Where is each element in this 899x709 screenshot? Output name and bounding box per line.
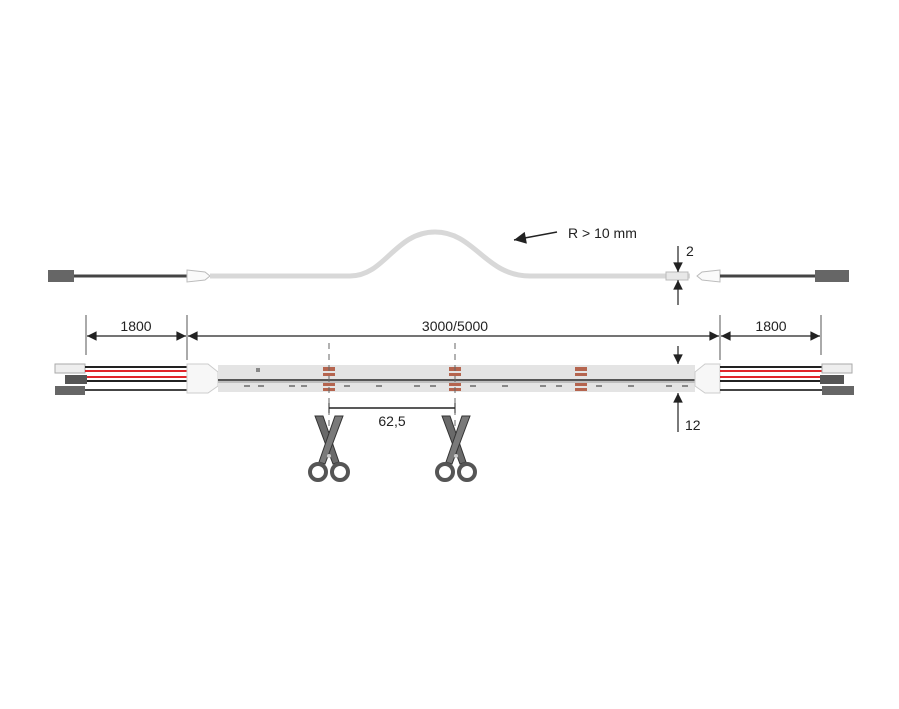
scissors-icon	[435, 414, 477, 482]
led-chips	[244, 368, 688, 387]
connector-left-2	[65, 375, 87, 384]
strip-top-view	[54, 363, 854, 395]
width-label: 12	[685, 417, 701, 433]
strip-ring	[665, 271, 689, 281]
end-cap-left	[186, 269, 211, 283]
connector-right-2	[820, 375, 844, 384]
end-cap-right	[694, 363, 721, 394]
bend-radius-arrow	[513, 231, 558, 244]
strip-bent	[210, 229, 690, 279]
strip-side-view	[48, 229, 849, 283]
cable-left-label: 1800	[120, 318, 151, 334]
strip-length-label: 3000/5000	[422, 318, 488, 334]
end-cap-right	[696, 269, 721, 283]
connector-right	[815, 270, 849, 282]
connector-right-1	[821, 363, 853, 374]
connector-left-3	[55, 386, 85, 395]
length-dimensions: 1800 3000/5000 1800	[85, 315, 822, 360]
thickness-label: 2	[686, 243, 694, 259]
cut-interval-label: 62,5	[378, 413, 405, 429]
connector-right-3	[822, 386, 854, 395]
connector-left	[48, 270, 74, 282]
end-cap-left	[186, 363, 219, 394]
cable-right-label: 1800	[755, 318, 786, 334]
connector-left-1	[54, 363, 86, 374]
bend-radius-label: R > 10 mm	[568, 225, 637, 241]
